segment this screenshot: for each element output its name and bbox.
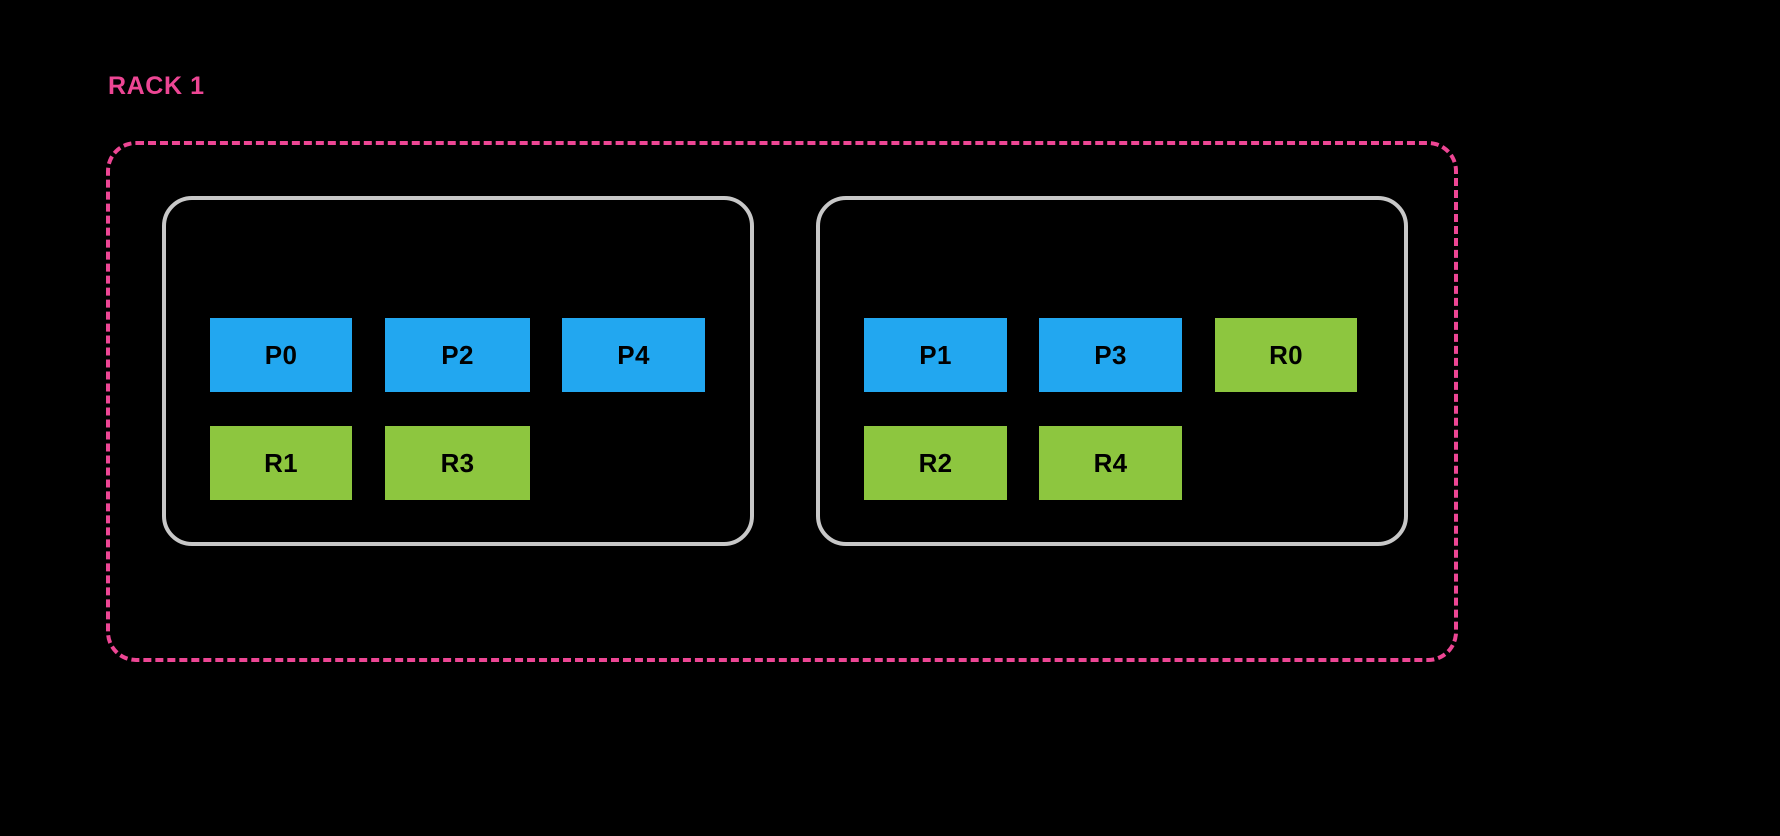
block-p3[interactable]: P3 — [1039, 318, 1182, 392]
block-r4[interactable]: R4 — [1039, 426, 1182, 500]
node-box-left[interactable] — [162, 196, 754, 546]
block-r1[interactable]: R1 — [210, 426, 352, 500]
block-p0[interactable]: P0 — [210, 318, 352, 392]
rack-label: RACK 1 — [108, 72, 205, 100]
block-p2[interactable]: P2 — [385, 318, 530, 392]
rack-boundary — [106, 141, 1458, 662]
block-p1[interactable]: P1 — [864, 318, 1007, 392]
block-r0[interactable]: R0 — [1215, 318, 1357, 392]
block-r2[interactable]: R2 — [864, 426, 1007, 500]
node-box-right[interactable] — [816, 196, 1408, 546]
block-p4[interactable]: P4 — [562, 318, 705, 392]
block-r3[interactable]: R3 — [385, 426, 530, 500]
